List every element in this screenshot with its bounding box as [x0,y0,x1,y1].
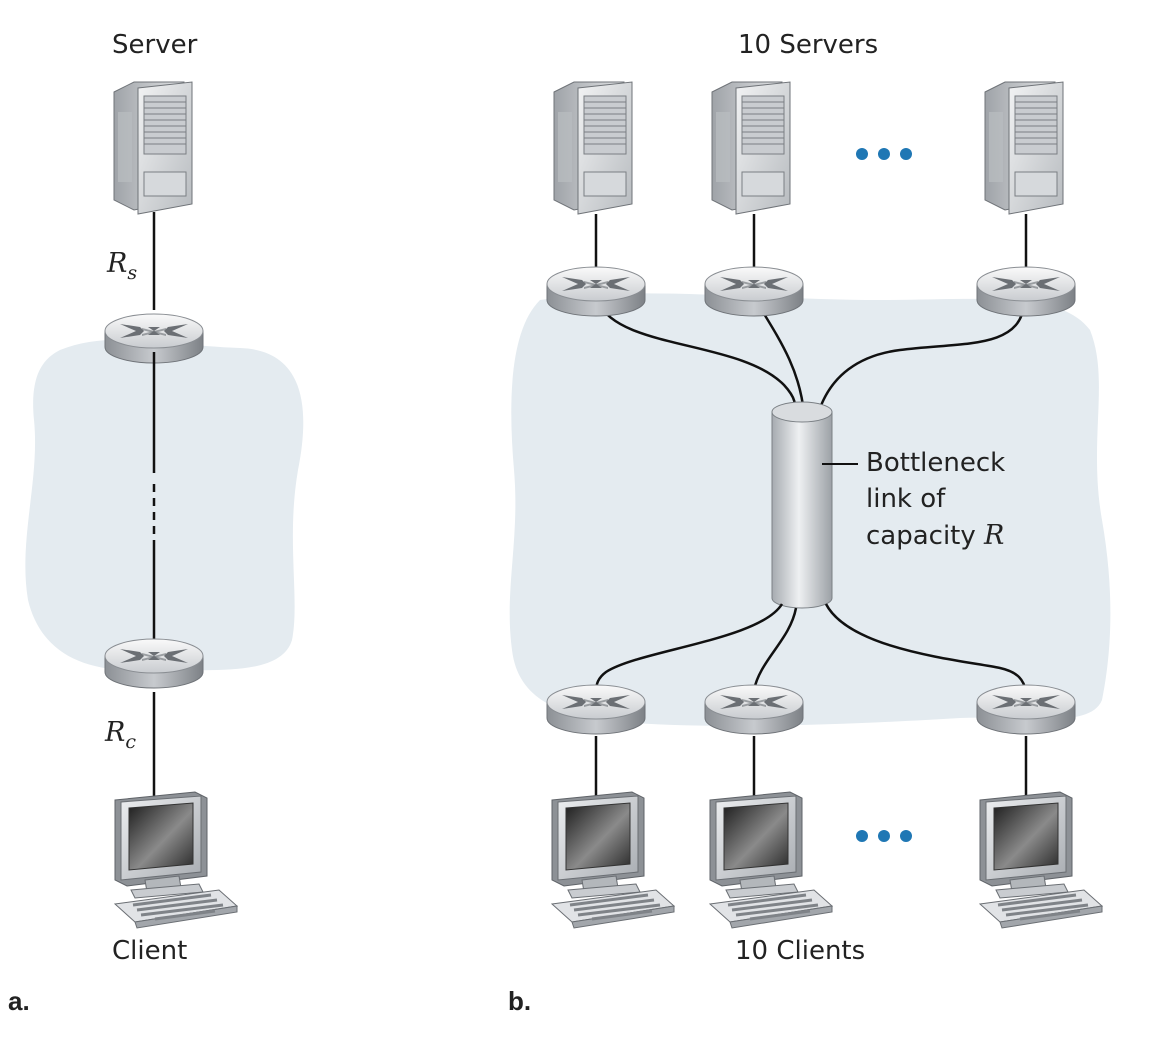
clients-ellipsis [856,830,912,842]
router-icon [546,266,646,317]
client-label: Client [112,936,188,966]
router-icon [546,684,646,735]
router-icon [976,266,1076,317]
server-rate-symbol: R [107,248,128,279]
server-icon [113,81,193,215]
router-icon [976,684,1076,735]
bottleneck-label-line2: link of [866,484,946,514]
server-uplinks [594,214,1028,272]
panel-a-label: a. [8,986,30,1016]
client-computer-icon [113,790,239,930]
server-rate-label: Rs [107,248,137,284]
servers-label: 10 Servers [738,30,879,60]
router-icon [704,266,804,317]
server-label: Server [112,30,198,60]
bottleneck-link [771,401,833,609]
network-cloud-a [25,339,304,671]
server-icon [711,81,791,215]
bottleneck-capacity-symbol: R [984,520,1005,551]
bottleneck-label-line1: Bottleneck [866,448,1006,478]
client-downlinks [594,736,1028,798]
client-computer-icon [708,790,834,930]
server-icon [553,81,633,215]
server-rate-subscript: s [127,262,138,284]
client-computer-icon [550,790,676,930]
lower-cables [594,603,1028,693]
clients-label: 10 Clients [735,936,866,966]
servers-ellipsis [856,148,912,160]
bottleneck-label-text: capacity [866,521,985,551]
client-computer-icon [978,790,1104,930]
panel-b-label: b. [508,986,532,1016]
client-rate-symbol: R [105,717,126,748]
router-icon [704,684,804,735]
client-rate-subscript: c [125,731,136,753]
server-icon [984,81,1064,215]
bottleneck-label-line3: capacity R [866,520,1004,551]
client-rate-label: Rc [105,717,136,753]
router-icon [104,638,204,689]
